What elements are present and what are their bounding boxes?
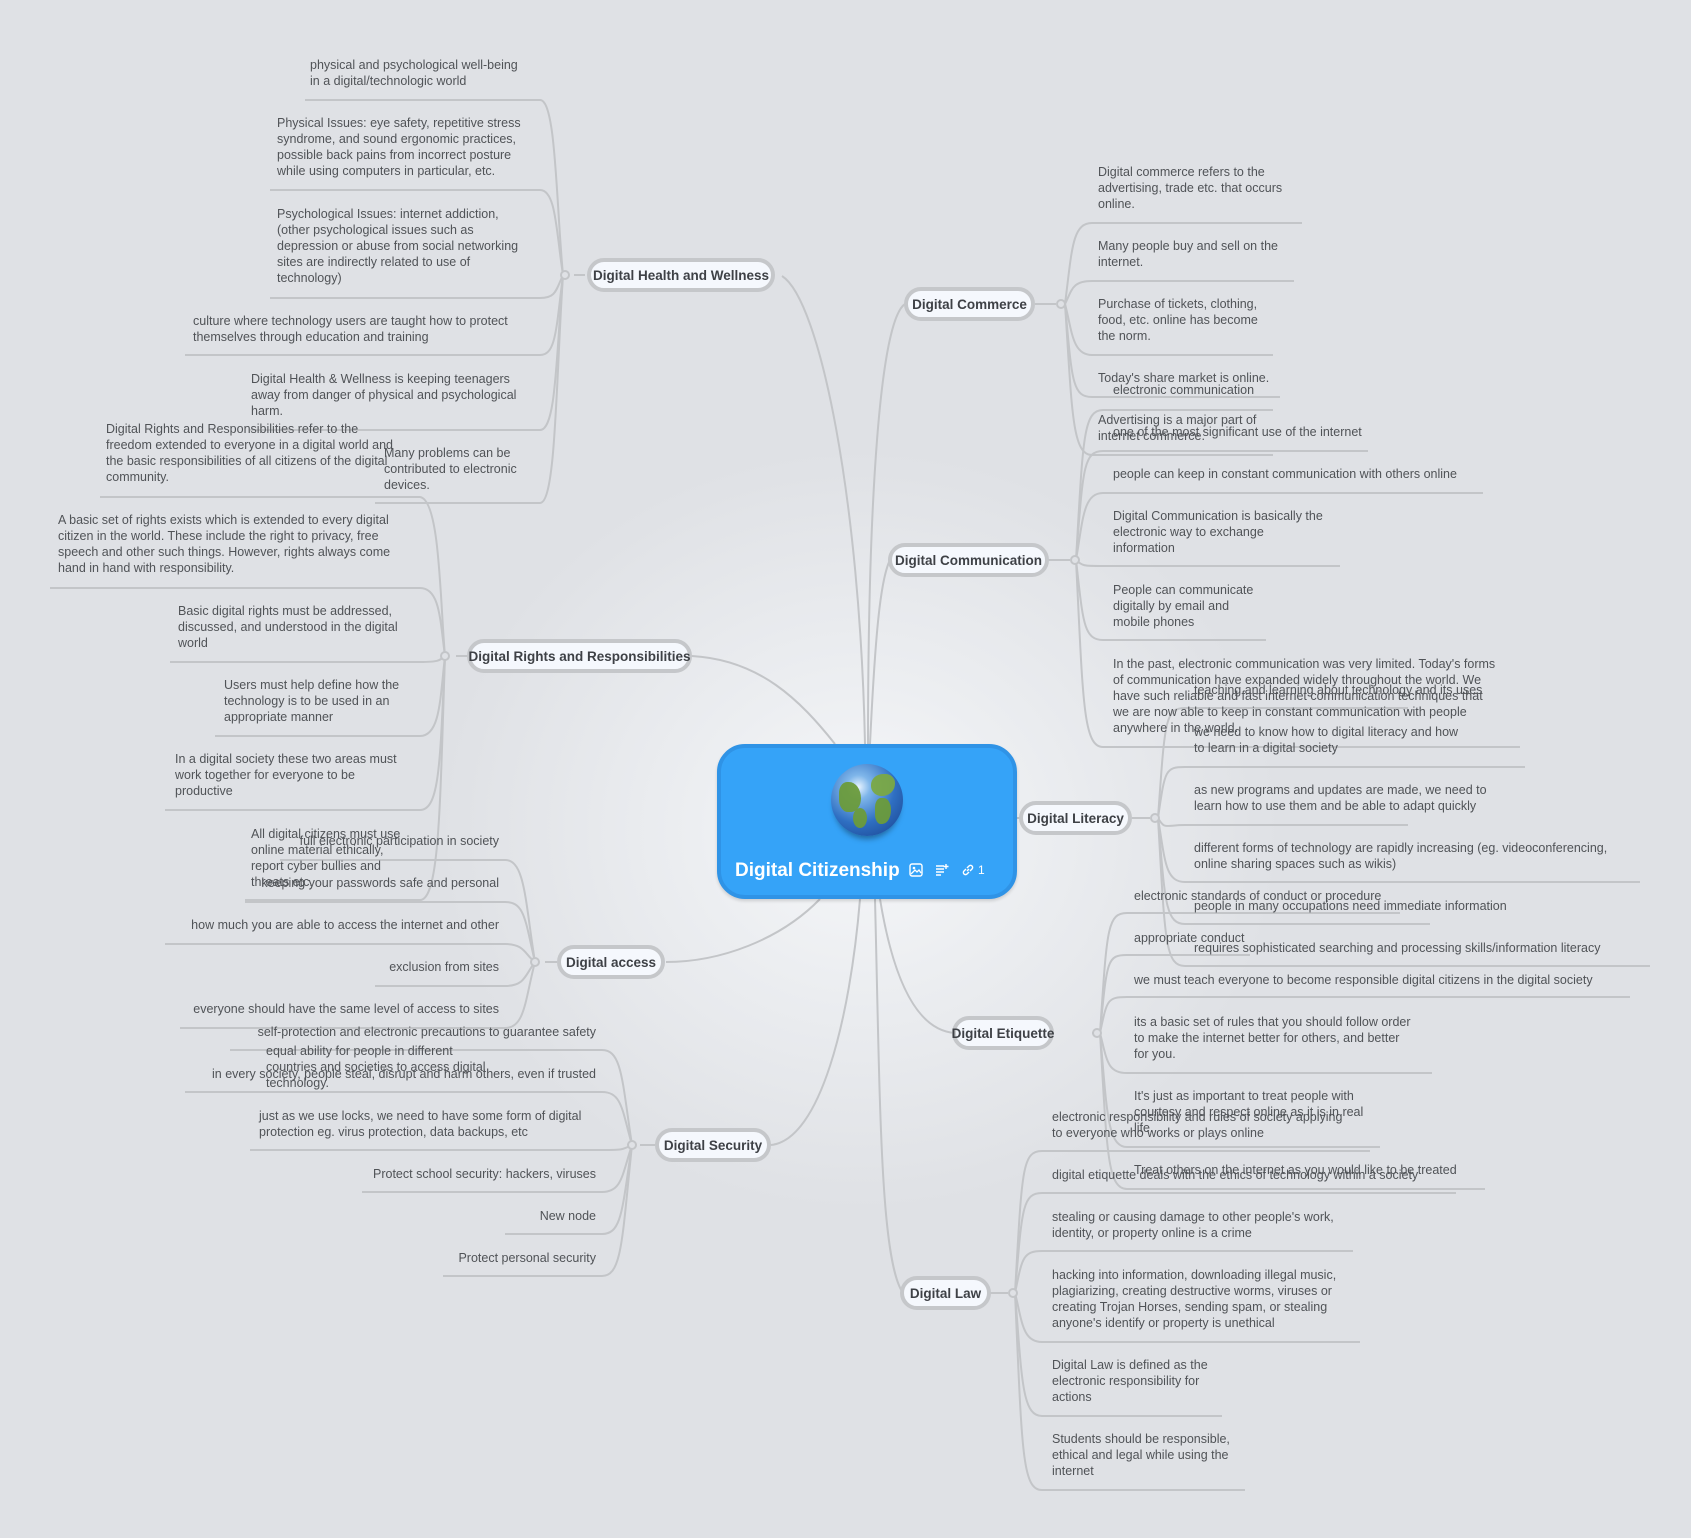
leaf-etiquette-6[interactable]: Treat others on the internet as you woul… — [1134, 1163, 1457, 1177]
notes-icon[interactable] — [935, 863, 949, 877]
leaf-health-4[interactable]: culture where technology users are taugh… — [193, 314, 508, 344]
leaf-communication-5[interactable]: People can communicate digitally by emai… — [1113, 583, 1254, 629]
leaf-access-3[interactable]: how much you are able to access the inte… — [191, 918, 499, 932]
leaf-communication-1[interactable]: electronic communication — [1113, 383, 1255, 397]
collapse-toggle-commerce[interactable] — [1056, 299, 1066, 309]
leaf-security-5[interactable]: New node — [539, 1209, 596, 1223]
leaf-etiquette-3[interactable]: we must teach everyone to become respons… — [1134, 973, 1593, 987]
leaf-law-2[interactable]: digital etiquette deals with the ethics … — [1052, 1168, 1419, 1182]
leaf-law-3[interactable]: stealing or causing damage to other peop… — [1052, 1210, 1334, 1240]
leaf-security-3[interactable]: just as we use locks, we need to have so… — [259, 1109, 582, 1139]
leaf-literacy-1[interactable]: teaching and learning about technology a… — [1194, 683, 1483, 697]
leaf-communication-4[interactable]: Digital Communication is basically the e… — [1113, 509, 1323, 555]
leaf-etiquette-1[interactable]: electronic standards of conduct or proce… — [1134, 889, 1382, 903]
branch-digital-access[interactable]: Digital access — [557, 945, 665, 979]
link-icon — [962, 864, 974, 876]
branch-digital-security[interactable]: Digital Security — [655, 1128, 771, 1162]
leaf-security-6[interactable]: Protect personal security — [458, 1251, 596, 1265]
collapse-toggle-access[interactable] — [530, 957, 540, 967]
leaf-security-2[interactable]: in every society, people steal, disrupt … — [212, 1067, 596, 1081]
leaf-law-4[interactable]: hacking into information, downloading il… — [1052, 1268, 1337, 1330]
collapse-toggle-health[interactable] — [560, 270, 570, 280]
leaf-literacy-4[interactable]: different forms of technology are rapidl… — [1194, 841, 1608, 871]
globe-icon — [831, 764, 903, 836]
leaf-communication-3[interactable]: people can keep in constant communicatio… — [1113, 467, 1457, 481]
leaf-rights-3[interactable]: Basic digital rights must be addressed, … — [178, 604, 398, 650]
leaf-rights-5[interactable]: In a digital society these two areas mus… — [175, 752, 397, 798]
leaf-commerce-5[interactable]: Advertising is a major part of internet … — [1098, 413, 1257, 443]
leaf-security-4[interactable]: Protect school security: hackers, viruse… — [373, 1167, 596, 1181]
leaf-rights-1[interactable]: Digital Rights and Responsibilities refe… — [106, 422, 393, 484]
collapse-toggle-etiquette[interactable] — [1092, 1028, 1102, 1038]
link-button[interactable]: 1 — [961, 863, 985, 877]
leaf-law-5[interactable]: Digital Law is defined as the electronic… — [1052, 1358, 1208, 1404]
branch-digital-communication[interactable]: Digital Communication — [888, 543, 1049, 577]
collapse-toggle-law[interactable] — [1008, 1288, 1018, 1298]
leaf-commerce-2[interactable]: Many people buy and sell on the internet… — [1098, 239, 1278, 269]
collapse-toggle-communication[interactable] — [1070, 555, 1080, 565]
leaf-rights-6[interactable]: All digital citizens must use online mat… — [251, 827, 401, 889]
leaf-commerce-3[interactable]: Purchase of tickets, clothing, food, etc… — [1098, 297, 1258, 343]
branch-digital-literacy[interactable]: Digital Literacy — [1019, 801, 1132, 835]
branch-digital-law[interactable]: Digital Law — [900, 1276, 991, 1310]
leaf-access-2[interactable]: keeping your passwords safe and personal — [261, 876, 499, 890]
branch-digital-etiquette[interactable]: Digital Etiquette — [952, 1016, 1054, 1050]
leaf-health-5[interactable]: Digital Health & Wellness is keeping tee… — [251, 372, 517, 418]
leaf-literacy-5[interactable]: people in many occupations need immediat… — [1194, 899, 1507, 913]
leaf-access-5[interactable]: everyone should have the same level of a… — [193, 1002, 499, 1016]
leaf-literacy-2[interactable]: we need to know how to digital literacy … — [1194, 725, 1459, 755]
leaf-security-1[interactable]: self-protection and electronic precautio… — [257, 1025, 596, 1039]
leaf-health-6[interactable]: Many problems can be contributed to elec… — [384, 446, 517, 492]
link-count: 1 — [978, 863, 985, 877]
leaf-etiquette-4[interactable]: its a basic set of rules that you should… — [1134, 1015, 1411, 1061]
collapse-toggle-rights[interactable] — [440, 651, 450, 661]
branch-digital-health-and-wellness[interactable]: Digital Health and Wellness — [587, 258, 775, 292]
leaf-communication-2[interactable]: one of the most significant use of the i… — [1113, 425, 1362, 439]
collapse-toggle-security[interactable] — [627, 1140, 637, 1150]
image-icon[interactable] — [909, 863, 923, 877]
leaf-etiquette-2[interactable]: appropriate conduct — [1134, 931, 1245, 945]
leaf-communication-6[interactable]: In the past, electronic communication wa… — [1113, 657, 1496, 735]
leaf-access-6[interactable]: equal ability for people in different co… — [266, 1044, 486, 1090]
leaf-health-2[interactable]: Physical Issues: eye safety, repetitive … — [277, 116, 521, 178]
leaf-rights-2[interactable]: A basic set of rights exists which is ex… — [58, 513, 391, 575]
leaf-commerce-4[interactable]: Today's share market is online. — [1098, 371, 1270, 385]
leaf-access-4[interactable]: exclusion from sites — [389, 960, 499, 974]
leaf-health-1[interactable]: physical and psychological well-being in… — [310, 58, 518, 88]
leaf-law-1[interactable]: electronic responsibility and rules of s… — [1052, 1110, 1343, 1140]
leaf-access-1[interactable]: full electronic participation in society — [299, 834, 499, 848]
leaf-commerce-1[interactable]: Digital commerce refers to the advertisi… — [1098, 165, 1283, 211]
leaf-literacy-3[interactable]: as new programs and updates are made, we… — [1194, 783, 1487, 813]
branch-digital-rights-and-responsibilities[interactable]: Digital Rights and Responsibilities — [467, 639, 692, 673]
branch-digital-commerce[interactable]: Digital Commerce — [904, 287, 1035, 321]
leaf-etiquette-5[interactable]: It's just as important to treat people w… — [1134, 1089, 1364, 1135]
leaf-rights-4[interactable]: Users must help define how the technolog… — [224, 678, 400, 724]
central-topic-title: Digital Citizenship — [735, 860, 900, 881]
central-topic[interactable]: Digital Citizenship 1 — [717, 744, 1017, 899]
collapse-toggle-literacy[interactable] — [1150, 813, 1160, 823]
leaf-health-3[interactable]: Psychological Issues: internet addiction… — [277, 207, 519, 285]
leaf-literacy-6[interactable]: requires sophisticated searching and pro… — [1194, 941, 1601, 955]
leaf-law-6[interactable]: Students should be responsible, ethical … — [1052, 1432, 1230, 1478]
